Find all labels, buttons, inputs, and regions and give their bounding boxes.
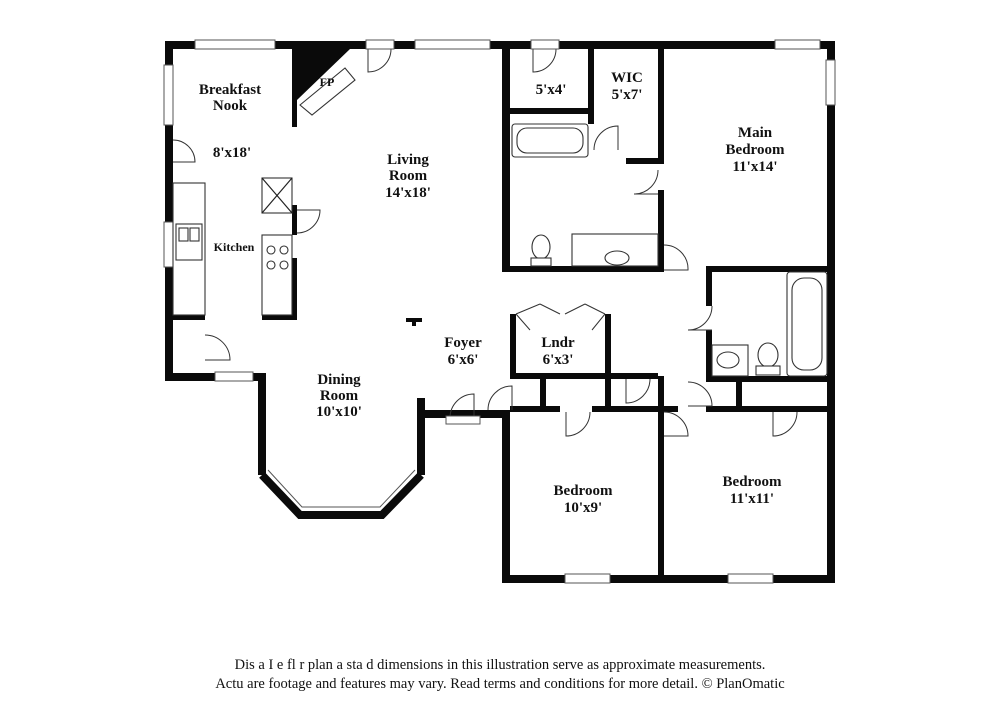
breakfast-nook-label: Breakfast [199, 82, 261, 98]
bedroom-3-dims: 11'x11' [730, 491, 774, 507]
dining-room-label-2: Room [320, 388, 359, 404]
wic-dims: 5'x7' [612, 87, 643, 103]
main-bedroom-label: Main [738, 125, 773, 141]
bedroom-3-label: Bedroom [723, 474, 782, 490]
breakfast-nook-label-2: Nook [213, 98, 248, 114]
foyer-dims: 6'x6' [448, 352, 479, 368]
disclaimer-line-2: Actu are footage and features may vary. … [215, 676, 785, 692]
dining-room-dims: 10'x10' [316, 404, 362, 420]
bay-window [259, 469, 424, 519]
laundry-dims: 6'x3' [543, 352, 574, 368]
closet-dims: 5'x4' [536, 82, 567, 98]
laundry-label: Lndr [541, 335, 575, 351]
disclaimer-line-1: Dis a I e fl r plan a sta d dimensions i… [234, 657, 766, 673]
wic-label: WIC [611, 70, 643, 86]
fireplace-label: FP [320, 75, 335, 89]
main-bath-fixtures [511, 123, 659, 267]
kitchen-fixtures [172, 177, 293, 316]
main-bedroom-label-2: Bedroom [726, 142, 785, 158]
fireplace [293, 49, 356, 116]
interior-walls [165, 41, 835, 581]
main-bedroom-dims: 11'x14' [732, 159, 777, 175]
living-room-label: Living [387, 152, 429, 168]
living-room-dims: 14'x18' [385, 185, 431, 201]
dining-room-label: Dining [317, 372, 361, 388]
bedroom-2-dims: 10'x9' [564, 500, 602, 516]
kitchen-label: Kitchen [214, 240, 255, 254]
hall-bath-fixtures [711, 271, 828, 377]
breakfast-nook-dims: 8'x18' [213, 145, 251, 161]
living-room-label-2: Room [389, 168, 428, 184]
doors [172, 39, 798, 437]
windows [163, 39, 836, 584]
foyer-label: Foyer [444, 335, 482, 351]
bedroom-2-label: Bedroom [554, 483, 613, 499]
room-labels: Breakfast Nook 8'x18' FP Living Room 14'… [199, 70, 785, 516]
